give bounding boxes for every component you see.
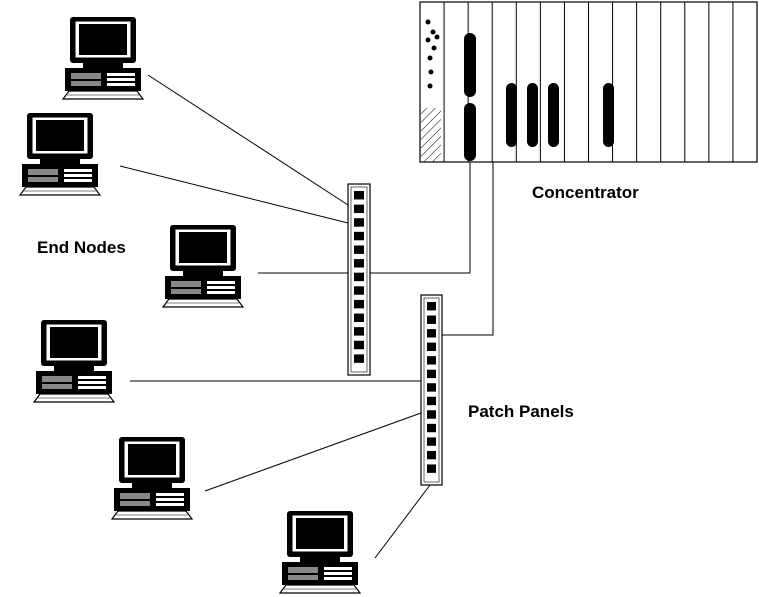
patch-panels-label: Patch Panels bbox=[468, 402, 574, 421]
computer-icon bbox=[111, 436, 193, 520]
patch-port bbox=[354, 299, 364, 309]
patch-port bbox=[427, 315, 436, 324]
patch-port bbox=[427, 369, 436, 379]
patch-port bbox=[427, 356, 436, 365]
port-connector bbox=[506, 83, 517, 147]
patch-port bbox=[354, 245, 364, 254]
patch-port bbox=[354, 327, 364, 336]
patch-port bbox=[354, 204, 364, 214]
patch-panel-upper bbox=[347, 183, 371, 376]
end-nodes-label: End Nodes bbox=[37, 238, 126, 257]
panel-inner-frame bbox=[423, 297, 440, 483]
computer-icon bbox=[162, 224, 244, 308]
patch-port bbox=[427, 410, 436, 419]
cable-node-5 bbox=[204, 412, 422, 492]
port-connector bbox=[464, 33, 476, 97]
patch-panel-lower bbox=[420, 294, 443, 486]
patch-port bbox=[354, 259, 364, 268]
patch-port bbox=[427, 329, 436, 338]
patch-port bbox=[354, 354, 364, 363]
computer-icon bbox=[62, 16, 144, 100]
port-connector bbox=[548, 83, 559, 147]
uplink-upper-panel bbox=[370, 160, 471, 274]
patch-port bbox=[427, 302, 436, 311]
port-connector bbox=[603, 83, 614, 147]
port-connector bbox=[527, 83, 538, 147]
patch-port bbox=[354, 231, 364, 241]
concentrator-chassis bbox=[419, 1, 758, 163]
cables bbox=[119, 67, 494, 559]
patch-port bbox=[354, 340, 364, 350]
status-leds bbox=[425, 19, 440, 89]
patch-port bbox=[427, 464, 436, 473]
patch-port bbox=[427, 396, 436, 406]
patch-port bbox=[427, 437, 436, 446]
patch-port bbox=[354, 272, 364, 282]
cable-node-6 bbox=[374, 484, 431, 559]
cable-node-1 bbox=[147, 74, 349, 206]
panel-inner-frame bbox=[350, 186, 368, 373]
patch-port bbox=[354, 218, 364, 227]
patch-port bbox=[427, 383, 436, 392]
hatched-module bbox=[421, 108, 441, 162]
computer-icon bbox=[279, 510, 361, 594]
patch-port bbox=[427, 342, 436, 352]
patch-port bbox=[354, 286, 364, 295]
concentrator-label: Concentrator bbox=[532, 183, 639, 202]
port-connector bbox=[464, 103, 476, 161]
patch-port bbox=[427, 450, 436, 460]
patch-port bbox=[427, 423, 436, 433]
computer-icon bbox=[33, 319, 115, 403]
computer-icon bbox=[19, 112, 101, 196]
cable-node-2 bbox=[119, 165, 349, 224]
patch-port bbox=[354, 313, 364, 322]
patch-port bbox=[354, 191, 364, 200]
